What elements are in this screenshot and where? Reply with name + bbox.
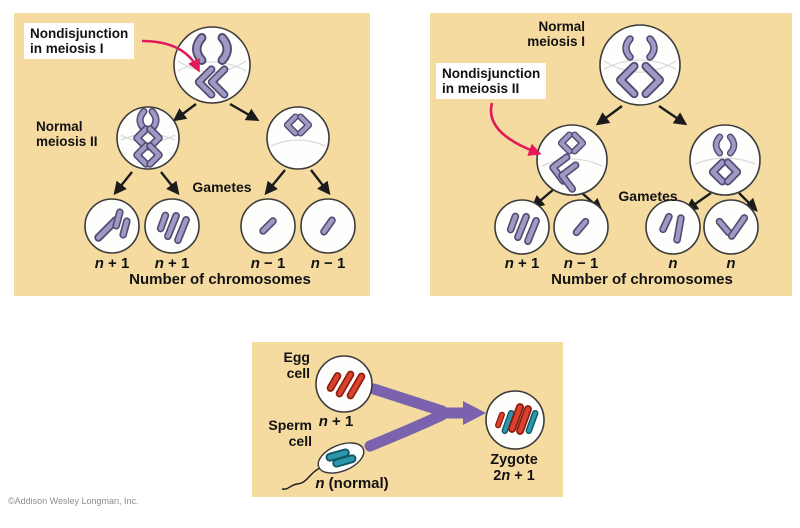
daughter-cell-right: [266, 106, 330, 170]
sperm-cell: [317, 442, 365, 474]
gamete-count-label: n + 1: [94, 255, 130, 272]
callout-nondisjunction-meiosis-1: Nondisjunction in meiosis I: [24, 23, 135, 60]
callout-nondisjunction-meiosis-2: Nondisjunction in meiosis II: [436, 63, 547, 100]
fertilization-arrow: [364, 383, 486, 452]
meiosis-1-error-diagram: [84, 26, 356, 254]
normal-meiosis-1-label: Normal meiosis I: [527, 19, 585, 50]
daughter-cell-left: [116, 106, 180, 170]
copyright-text: ©Addison Wesley Longman, Inc.: [8, 496, 139, 506]
gamete-cell-n-minus-1: [240, 198, 296, 254]
gamete-cell-n-plus-1: [494, 199, 550, 255]
egg-cell: [315, 355, 373, 413]
chromosome: [222, 38, 227, 61]
gamete-cell-n-minus-1: [553, 199, 609, 255]
parent-cell: [599, 24, 681, 106]
panel-zygote-formation: Egg cell n + 1 Sperm cell n (normal) Zyg…: [252, 342, 563, 497]
gamete-count-label: n + 1: [504, 255, 540, 272]
gamete-cell-n: [645, 199, 701, 255]
callout-arrow: [141, 39, 200, 73]
panel-nondisjunction-meiosis-1: Nondisjunction in meiosis I Normal meios…: [14, 13, 370, 296]
callout-arrow: [489, 102, 542, 156]
gamete-count-label: n: [726, 255, 736, 272]
gamete-cell-n-minus-1: [300, 198, 356, 254]
gamete-cell-n-plus-1: [144, 198, 200, 254]
chromosome-count-axis-label: Number of chromosomes: [551, 271, 733, 288]
sperm-count-label: n (normal): [315, 475, 389, 492]
gamete-cell-n: [703, 199, 759, 255]
gamete-count-label: n − 1: [250, 255, 286, 272]
egg-cell-label: Egg cell: [283, 349, 310, 381]
gametes-label: Gametes: [192, 179, 252, 195]
normal-meiosis-2-label: Normal meiosis II: [36, 119, 98, 150]
chromosome: [197, 38, 202, 61]
gamete-count-label: n: [668, 255, 678, 272]
gametes-label: Gametes: [618, 188, 678, 204]
parent-cell: [173, 26, 251, 104]
sperm-cell-label: Sperm cell: [268, 417, 312, 449]
daughter-cell-left: [536, 124, 608, 196]
gamete-count-label: n − 1: [310, 255, 346, 272]
gamete-count-label: n + 1: [154, 255, 190, 272]
meiosis-2-error-diagram: [489, 24, 761, 255]
chromosome-count-axis-label: Number of chromosomes: [129, 271, 311, 288]
zygote-count-label: 2n + 1: [493, 468, 535, 485]
gamete-cell-n-plus-1: [84, 198, 140, 254]
division-arrows: [113, 102, 331, 196]
egg-count-label: n + 1: [318, 413, 354, 430]
zygote-cell: [485, 390, 545, 450]
panel-nondisjunction-meiosis-2: Normal meiosis I Nondisjunction in meios…: [430, 13, 792, 296]
gamete-count-label: n − 1: [563, 255, 599, 272]
daughter-cell-right: [689, 124, 761, 196]
fertilization-diagram: [281, 355, 545, 490]
zygote-label: Zygote 2n + 1: [490, 452, 538, 485]
sperm-tail: [281, 467, 321, 490]
